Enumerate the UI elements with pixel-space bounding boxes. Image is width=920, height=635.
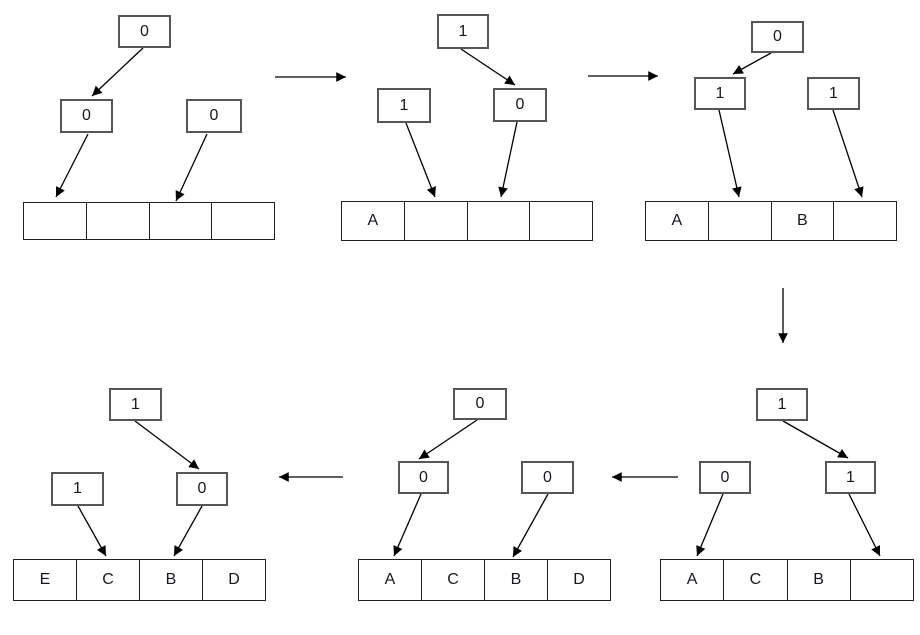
array-cell bbox=[849, 560, 913, 600]
edge-step6-left-to-cell2 bbox=[77, 505, 107, 557]
edge-step3-left-to-cell2 bbox=[718, 109, 742, 198]
array-step-3: A B bbox=[645, 201, 897, 241]
edge-step3-right-to-cell4 bbox=[832, 109, 864, 198]
array-cell: B bbox=[139, 560, 202, 600]
array-cell: C bbox=[421, 560, 484, 600]
edge-step5-right-to-cell3 bbox=[512, 493, 549, 558]
array-cell bbox=[148, 203, 212, 239]
array-cell: C bbox=[76, 560, 139, 600]
array-step-2: A bbox=[341, 201, 593, 241]
tree-node-top: 0 bbox=[751, 21, 804, 53]
array-cell: E bbox=[39, 571, 51, 588]
array-cell: A bbox=[384, 571, 396, 588]
edge-step1-left-to-cell1 bbox=[55, 133, 89, 198]
array-cell bbox=[529, 202, 592, 240]
array-cell bbox=[466, 202, 530, 240]
edge-step4-left-to-cell1 bbox=[696, 493, 724, 557]
array-cell: B bbox=[786, 560, 850, 600]
array-cell bbox=[211, 203, 274, 239]
tree-node-top: 1 bbox=[437, 14, 489, 49]
tree-node-top: 0 bbox=[453, 388, 507, 420]
array-cell bbox=[24, 203, 86, 239]
tree-node-top: 1 bbox=[109, 388, 162, 421]
edge-step2-left-to-cell2 bbox=[405, 122, 436, 198]
edge-step3-top-to-left bbox=[732, 52, 772, 75]
tree-node-right: 0 bbox=[521, 461, 574, 494]
array-cell: A bbox=[367, 212, 379, 229]
edge-step6-right-to-cell3 bbox=[173, 505, 203, 557]
tree-node-left: 1 bbox=[694, 77, 746, 110]
tree-node-left: 1 bbox=[377, 88, 431, 123]
edge-step5-top-to-left bbox=[418, 419, 478, 460]
array-cell: C bbox=[723, 560, 786, 600]
tree-node-left: 0 bbox=[398, 461, 449, 494]
edge-step6-top-to-right bbox=[134, 420, 200, 470]
array-cell: D bbox=[547, 560, 610, 600]
tree-node-top: 0 bbox=[118, 15, 171, 48]
array-step-4: A C B bbox=[660, 559, 914, 601]
array-step-6: E C B D bbox=[13, 559, 266, 601]
tree-node-right: 0 bbox=[176, 472, 228, 506]
array-cell: B bbox=[484, 560, 547, 600]
array-step-5: A C B D bbox=[358, 559, 611, 601]
edge-step1-top-to-left bbox=[91, 47, 144, 97]
array-cell bbox=[403, 202, 467, 240]
array-cell bbox=[833, 202, 896, 240]
array-cell: A bbox=[686, 571, 698, 588]
array-cell bbox=[85, 203, 149, 239]
array-cell: A bbox=[671, 212, 683, 229]
edge-step5-left-to-cell1 bbox=[393, 493, 422, 557]
array-cell: D bbox=[202, 560, 265, 600]
edge-step2-top-to-right bbox=[460, 48, 516, 86]
tree-node-right: 1 bbox=[807, 77, 860, 110]
array-cell: B bbox=[770, 202, 834, 240]
edge-step4-right-to-cell4 bbox=[848, 493, 881, 557]
tree-node-right: 0 bbox=[493, 88, 547, 122]
array-cell bbox=[707, 202, 771, 240]
tree-node-right: 0 bbox=[186, 99, 242, 133]
array-step-1 bbox=[23, 202, 275, 240]
edge-step4-top-to-right bbox=[782, 420, 849, 459]
tree-node-left: 1 bbox=[51, 472, 104, 506]
tree-node-top: 1 bbox=[756, 388, 808, 421]
edge-step1-right-to-cell3 bbox=[175, 133, 208, 202]
tree-node-right: 1 bbox=[825, 461, 876, 494]
tree-node-left: 0 bbox=[699, 461, 751, 494]
tree-node-left: 0 bbox=[60, 99, 113, 133]
edge-step2-right-to-cell3 bbox=[498, 121, 518, 198]
